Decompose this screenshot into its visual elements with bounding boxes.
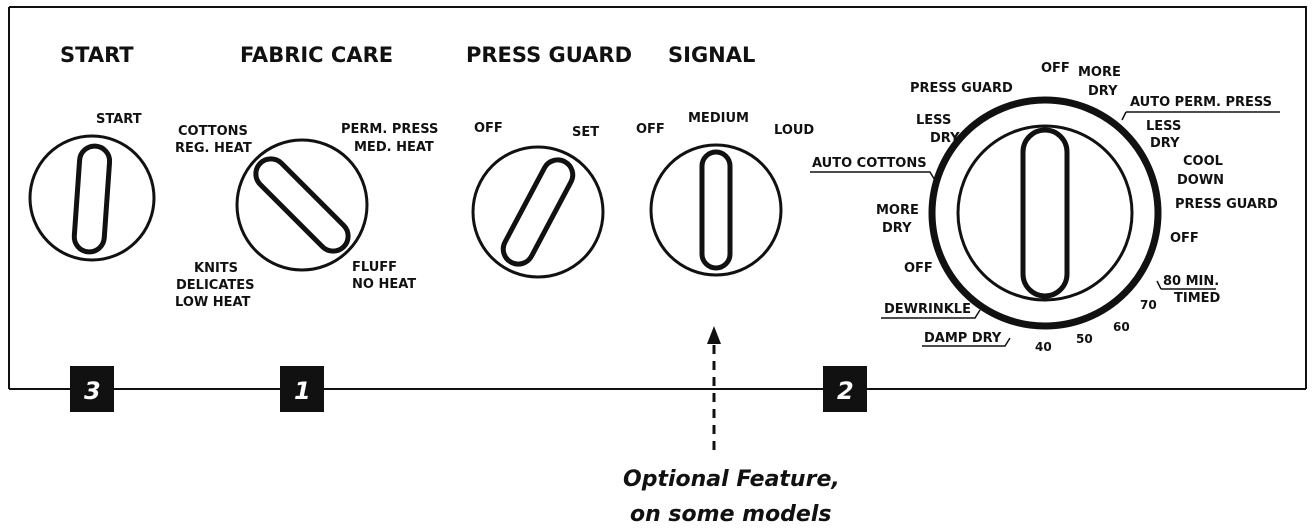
signal-medium: MEDIUM (688, 111, 749, 126)
dial-more-dry-left-2: DRY (882, 221, 912, 236)
badge-3: 3 (70, 366, 114, 412)
dial-press-guard-right: PRESS GUARD (1175, 197, 1278, 212)
start-knob-label: START (96, 112, 142, 127)
signal-knob[interactable] (649, 143, 783, 277)
heading-press-guard: PRESS GUARD (466, 43, 632, 67)
dial-off-right: OFF (1170, 231, 1199, 246)
signal-off: OFF (636, 122, 665, 137)
panel-outline (8, 6, 1307, 389)
dial-less-dry-left-1: LESS (916, 113, 951, 128)
dial-timed-underline (1156, 280, 1216, 290)
dial-num-70: 70 (1140, 298, 1157, 312)
heading-start: START (60, 43, 134, 67)
fabric-knits-line2: DELICATES (176, 278, 255, 293)
dial-cool-down-1: COOL (1183, 154, 1223, 169)
dial-off-top: OFF (1041, 61, 1070, 76)
fabric-knits-line3: LOW HEAT (175, 295, 251, 310)
fabric-care-knob[interactable] (235, 138, 369, 272)
dial-more-dry-top-1: MORE (1078, 65, 1121, 80)
dial-more-dry-top-2: DRY (1088, 84, 1118, 99)
dial-num-60: 60 (1113, 320, 1130, 334)
dial-off-left: OFF (904, 261, 933, 276)
press-guard-off: OFF (474, 121, 503, 136)
dial-less-dry-right-2: DRY (1150, 136, 1180, 151)
fabric-fluff-line2: NO HEAT (352, 277, 416, 292)
signal-loud: LOUD (774, 123, 814, 138)
badge-2: 2 (823, 366, 867, 412)
heading-signal: SIGNAL (668, 43, 755, 67)
fabric-cottons-line1: COTTONS (178, 124, 248, 139)
fabric-fluff-line1: FLUFF (352, 260, 397, 275)
dial-num-50: 50 (1076, 332, 1093, 346)
dial-auto-cottons-underline (810, 171, 937, 183)
start-knob[interactable] (28, 134, 156, 262)
dial-dewrinkle-underline (881, 309, 981, 319)
dial-less-dry-left-2: DRY (930, 131, 960, 146)
dial-more-dry-left-1: MORE (876, 203, 919, 218)
dial-timed-1: 80 MIN. (1163, 274, 1219, 289)
optional-feature-note-line2: on some models (630, 502, 832, 527)
dial-auto-perm-press: AUTO PERM. PRESS (1130, 95, 1272, 110)
dial-auto-cottons: AUTO COTTONS (812, 156, 927, 171)
fabric-perm-press-line1: PERM. PRESS (341, 122, 438, 137)
badge-3-label: 3 (84, 377, 101, 405)
press-guard-set: SET (572, 125, 599, 140)
dial-dewrinkle: DEWRINKLE (884, 302, 971, 317)
optional-feature-note-line1: Optional Feature, (623, 467, 840, 492)
dial-num-40: 40 (1035, 340, 1052, 354)
badge-1: 1 (280, 366, 324, 412)
dial-press-guard-top: PRESS GUARD (910, 81, 1013, 96)
dial-timed-2: TIMED (1174, 291, 1221, 306)
heading-fabric-care: FABRIC CARE (240, 43, 393, 67)
dial-cool-down-2: DOWN (1177, 173, 1224, 188)
arrow-head (707, 326, 721, 344)
badge-2-label: 2 (837, 377, 854, 405)
fabric-perm-press-line2: MED. HEAT (354, 140, 434, 155)
dial-damp-dry: DAMP DRY (924, 331, 1002, 346)
badge-1-label: 1 (294, 377, 311, 405)
fabric-knits-line1: KNITS (194, 261, 238, 276)
dial-less-dry-right-1: LESS (1146, 119, 1181, 134)
dial-auto-perm-press-underline (1121, 111, 1280, 121)
timer-dial[interactable] (928, 96, 1162, 330)
dial-damp-dry-underline (922, 337, 1011, 347)
fabric-cottons-line2: REG. HEAT (175, 141, 252, 156)
press-guard-knob[interactable] (471, 145, 605, 279)
